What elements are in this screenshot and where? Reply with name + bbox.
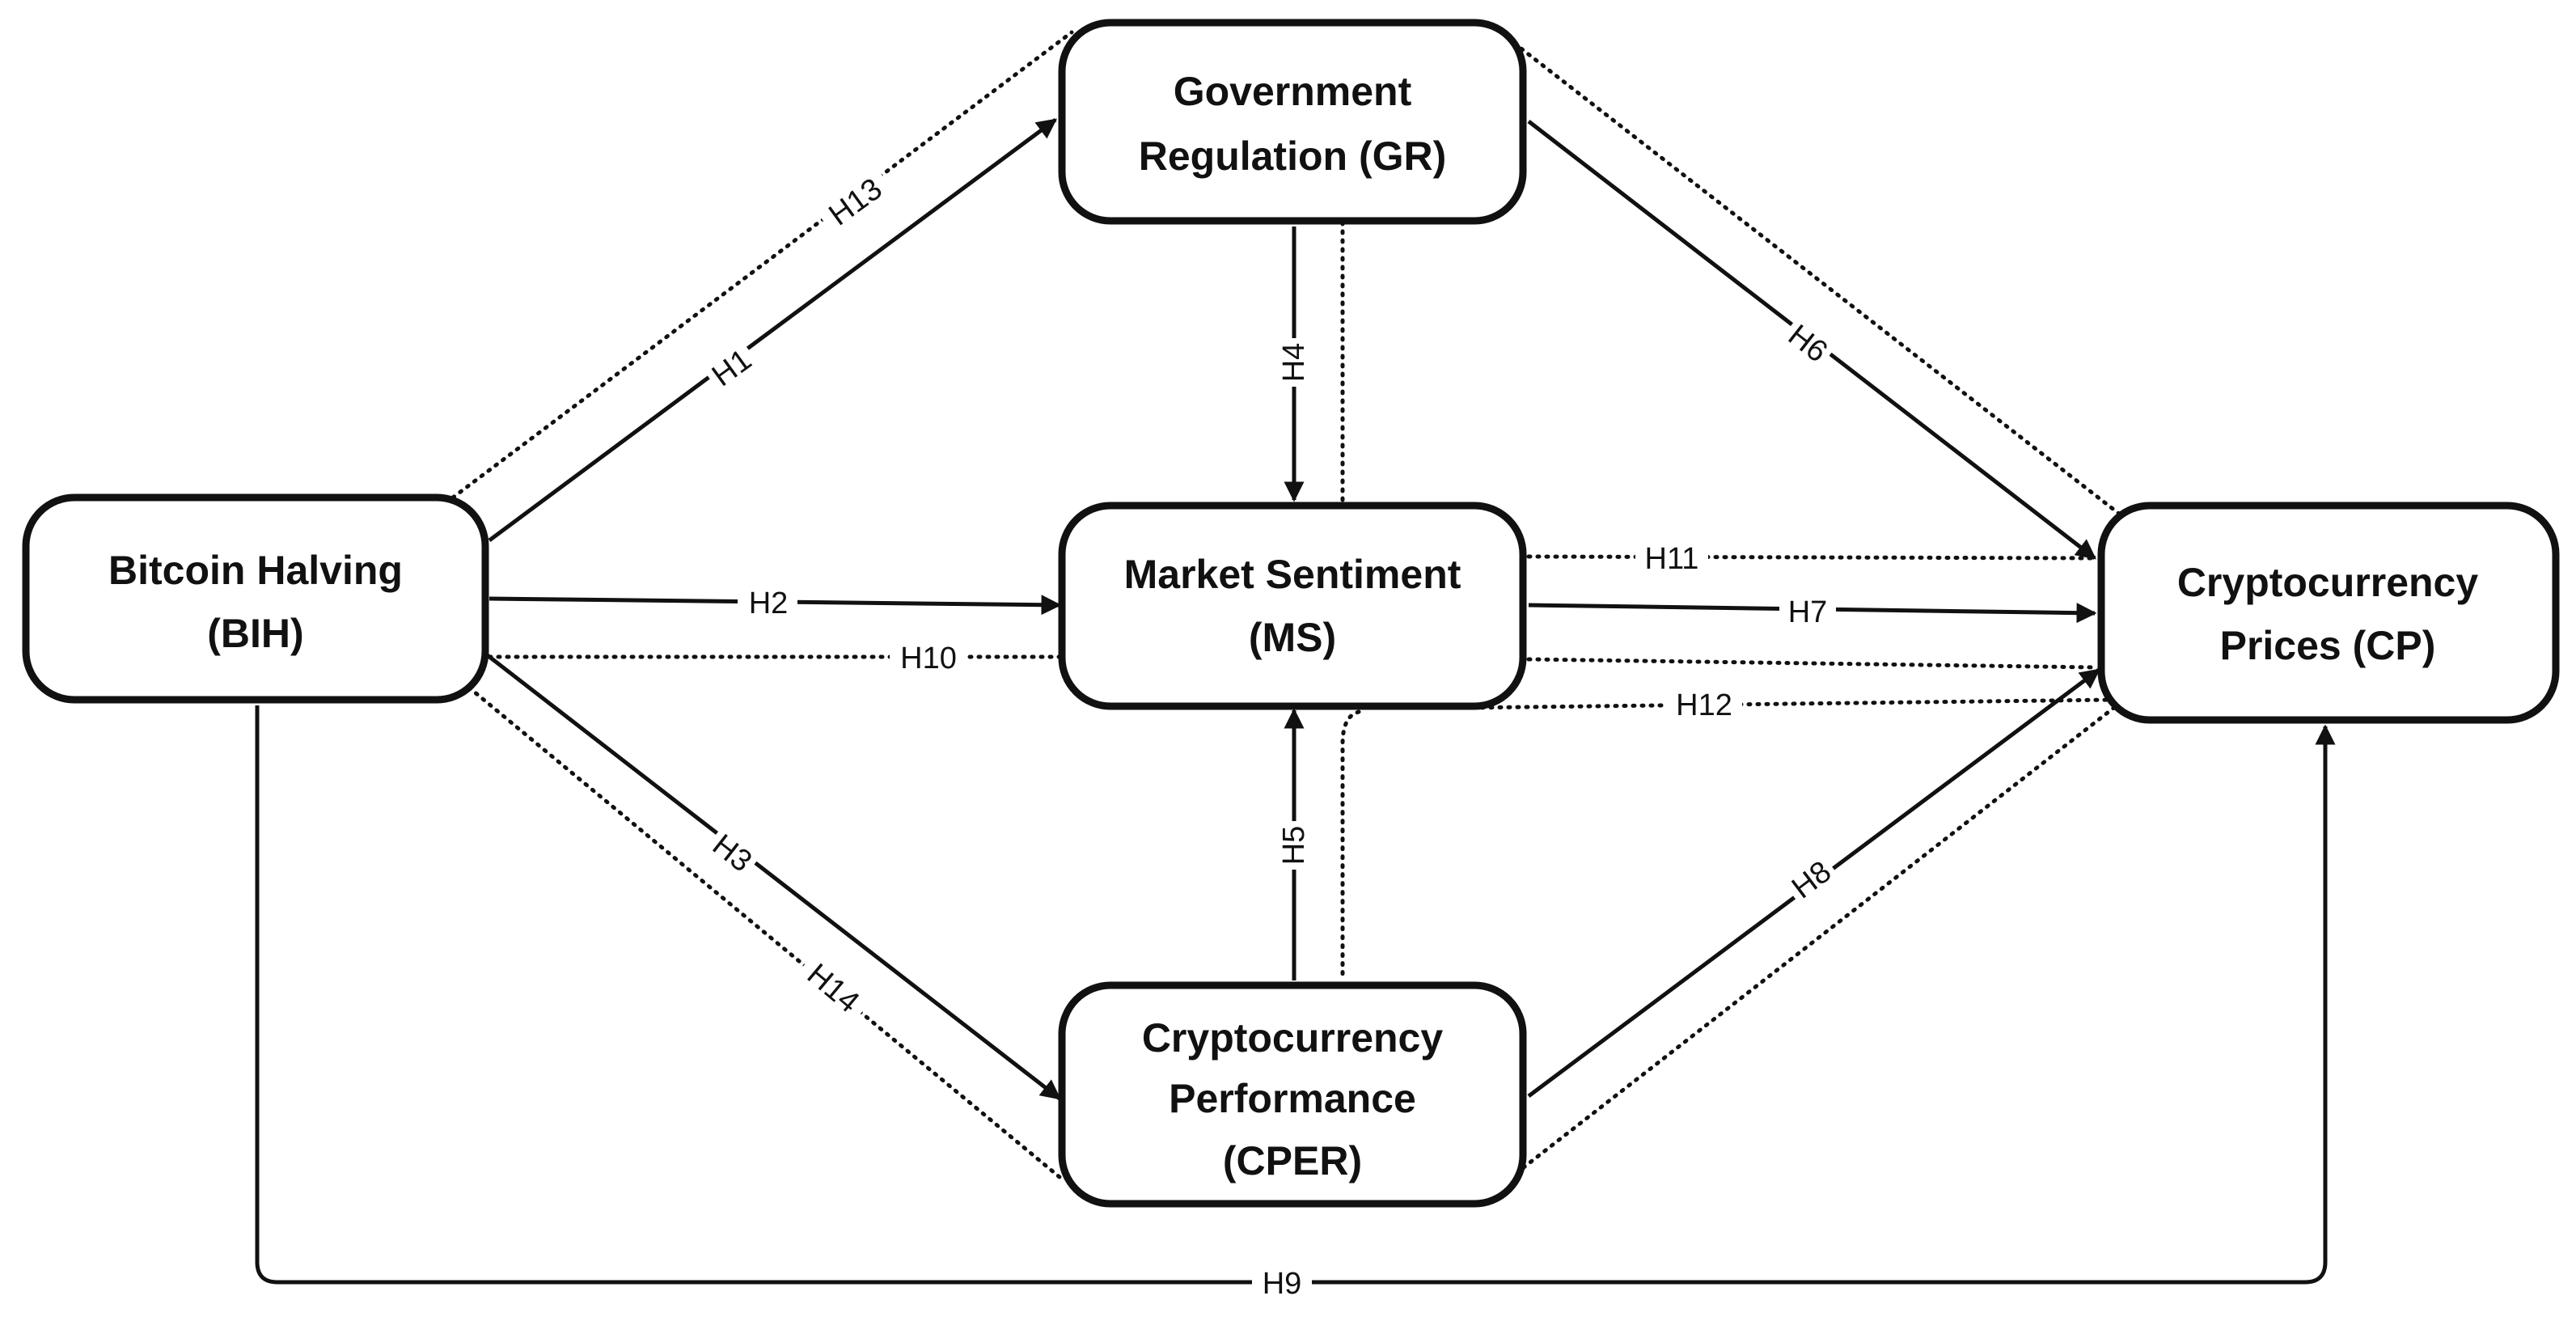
node-cper-line2: Performance <box>1169 1076 1416 1121</box>
node-cryptocurrency-performance: Cryptocurrency Performance (CPER) <box>1058 981 1527 1208</box>
label-h1: H1 <box>706 343 758 394</box>
edge-h12-dotted <box>1461 697 2117 710</box>
edge-h3 <box>484 652 1061 1100</box>
label-h3: H3 <box>706 828 758 879</box>
edge-cper-cp-dotted <box>1514 701 2121 1175</box>
node-gr-line1: Government <box>1174 69 1412 114</box>
label-h9: H9 <box>1263 1267 1302 1301</box>
node-gr-line2: Regulation (GR) <box>1139 133 1447 179</box>
node-ms-line1: Market Sentiment <box>1124 552 1461 597</box>
node-bitcoin-halving: Bitcoin Halving (BIH) <box>22 493 489 704</box>
edge-h13-dotted <box>450 30 1074 500</box>
node-cper-line3: (CPER) <box>1223 1138 1362 1183</box>
edge-ms-cper-dotted <box>1340 709 1361 981</box>
edge-h13-dotted-continuation <box>1498 30 2121 516</box>
node-bih-line2: (BIH) <box>207 611 303 656</box>
label-h2: H2 <box>749 586 789 620</box>
node-ms-line2: (MS) <box>1249 615 1336 660</box>
node-cp-line1: Cryptocurrency <box>2177 560 2479 605</box>
node-cryptocurrency-prices: Cryptocurrency Prices (CP) <box>2097 502 2560 724</box>
label-h6: H6 <box>1782 318 1834 369</box>
node-market-sentiment: Market Sentiment (MS) <box>1058 502 1527 710</box>
node-government-regulation: Government Regulation (GR) <box>1058 19 1527 225</box>
label-h11: H11 <box>1645 542 1699 576</box>
edge-ms-cp-dotted <box>1526 657 2097 670</box>
node-cper-line1: Cryptocurrency <box>1142 1015 1444 1061</box>
node-bih-line1: Bitcoin Halving <box>108 548 403 593</box>
label-h12: H12 <box>1676 688 1732 722</box>
node-cp-line2: Prices (CP) <box>2220 623 2436 668</box>
edge-h1 <box>488 117 1058 543</box>
edge-h11-dotted <box>1526 554 2093 561</box>
label-h4: H4 <box>1277 343 1311 383</box>
label-h10: H10 <box>900 641 957 675</box>
edge-h14-dotted <box>467 685 1062 1179</box>
label-h7: H7 <box>1788 595 1828 629</box>
label-h5: H5 <box>1277 826 1311 866</box>
